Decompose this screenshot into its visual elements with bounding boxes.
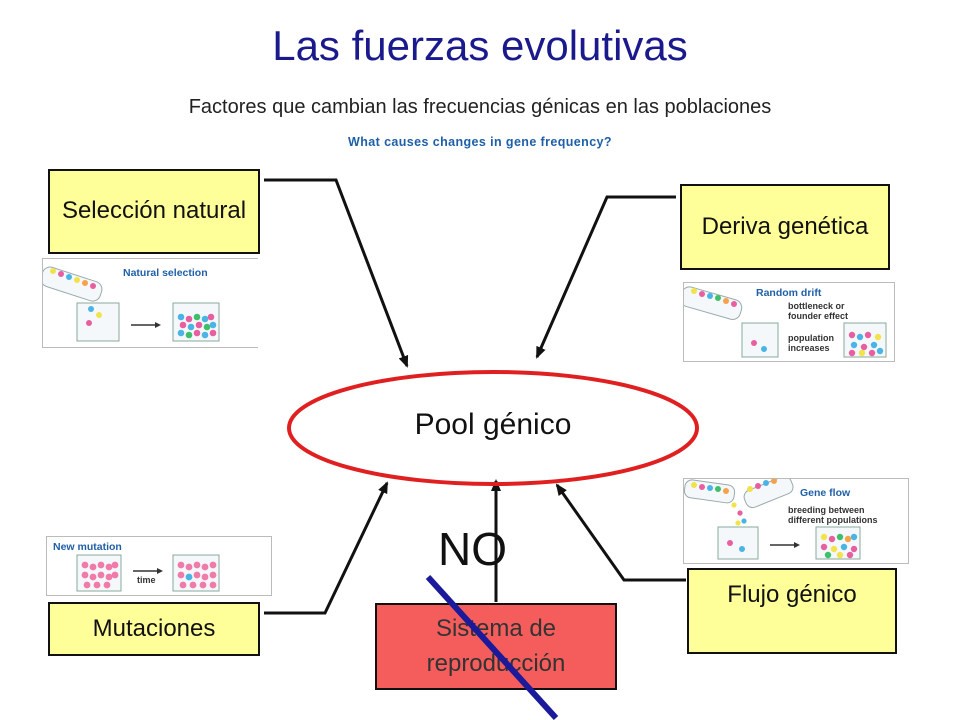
random-drift-label: Random drift bbox=[756, 287, 822, 299]
beaker-left-icon bbox=[741, 322, 779, 358]
beaker-left-icon bbox=[76, 302, 120, 342]
falling-beads-icon bbox=[731, 502, 747, 526]
beaker-left-icon bbox=[717, 526, 759, 560]
tilted-tube-icon bbox=[43, 266, 103, 302]
pool-genico-label: Pool génico bbox=[414, 408, 572, 441]
pool-genico-ellipse bbox=[287, 370, 699, 486]
slide-subtitle: Factores que cambian las frecuencias gén… bbox=[188, 96, 772, 118]
random-drift-note-1: bottleneck or founder effect bbox=[788, 301, 849, 322]
new-mutation-illustration: New mutation time bbox=[46, 536, 272, 596]
natural-selection-illustration: Natural selection bbox=[42, 258, 258, 348]
factor-seleccion-natural: Selección natural bbox=[48, 169, 260, 254]
beaker-right-icon bbox=[843, 322, 887, 358]
new-mutation-label: New mutation bbox=[53, 541, 122, 553]
beaker-right-icon bbox=[172, 302, 220, 342]
factor-mutaciones: Mutaciones bbox=[48, 602, 260, 656]
slide-title: Las fuerzas evolutivas bbox=[272, 22, 688, 69]
tube-right-icon bbox=[743, 479, 794, 509]
factor-sistema-reproduccion: Sistema de reproducción bbox=[375, 603, 617, 690]
negation-label: NO bbox=[438, 523, 507, 575]
random-drift-note-2: population increases bbox=[788, 333, 834, 354]
arrow-seleccion bbox=[264, 178, 409, 368]
beaker-right-icon bbox=[815, 526, 861, 560]
natural-selection-label: Natural selection bbox=[123, 267, 208, 279]
beaker-right-icon bbox=[172, 554, 220, 592]
gene-flow-note: breeding between different populations bbox=[788, 505, 878, 526]
gene-flow-illustration: Gene flow breeding between different pop… bbox=[683, 478, 909, 564]
tube-left-icon bbox=[684, 479, 736, 504]
tilted-tube-icon bbox=[684, 286, 743, 320]
arrow-mutaciones bbox=[264, 481, 389, 615]
arrow-deriva bbox=[535, 195, 676, 359]
new-mutation-time-label: time bbox=[137, 575, 156, 585]
gene-flow-label: Gene flow bbox=[800, 487, 851, 499]
factor-flujo-genico: Flujo génico bbox=[687, 568, 897, 654]
arrow-flujo bbox=[555, 483, 686, 582]
factor-deriva-genetica: Deriva genética bbox=[680, 184, 890, 270]
random-drift-illustration: Random drift bottleneck or founder effec… bbox=[683, 282, 895, 362]
figure-caption: What causes changes in gene frequency? bbox=[348, 135, 612, 149]
beaker-left-icon bbox=[76, 554, 122, 592]
